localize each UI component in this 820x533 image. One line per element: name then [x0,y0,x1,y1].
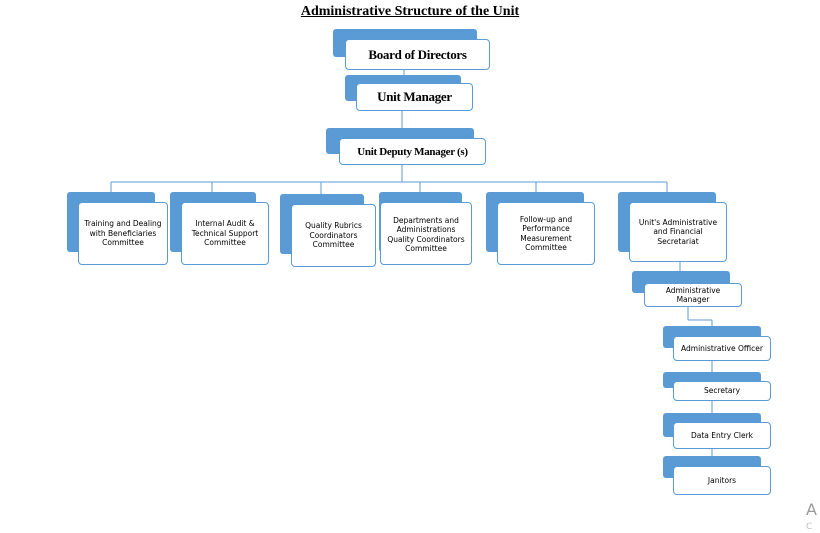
node-board-label: Board of Directors [345,39,490,70]
node-committee-departments-quality-label: Departments and Administrations Quality … [380,202,472,265]
node-committee-quality-rubrics-label: Quality Rubrics Coordinators Committee [291,204,376,267]
node-committee-follow-up-label: Follow-up and Performance Measurement Co… [497,202,595,265]
node-data-entry-clerk-label: Data Entry Clerk [673,422,771,449]
node-unit-manager-label: Unit Manager [356,83,473,111]
node-deputy-label: Unit Deputy Manager (s) [339,138,486,165]
node-committee-training-label: Training and Dealing with Beneficiaries … [78,202,168,265]
node-janitors-label: Janitors [673,466,771,495]
node-admin-financial-secretariat-label: Unit's Administrative and Financial Secr… [629,202,727,262]
node-administrative-manager-label: Administrative Manager [644,283,742,307]
node-administrative-officer-label: Administrative Officer [673,336,771,361]
node-committee-internal-audit-label: Internal Audit & Technical Support Commi… [181,202,269,265]
node-secretary-label: Secretary [673,381,771,401]
corner-glyph-partial: C [806,522,813,532]
corner-glyph: A [806,500,817,519]
page-title: Administrative Structure of the Unit [300,4,520,19]
